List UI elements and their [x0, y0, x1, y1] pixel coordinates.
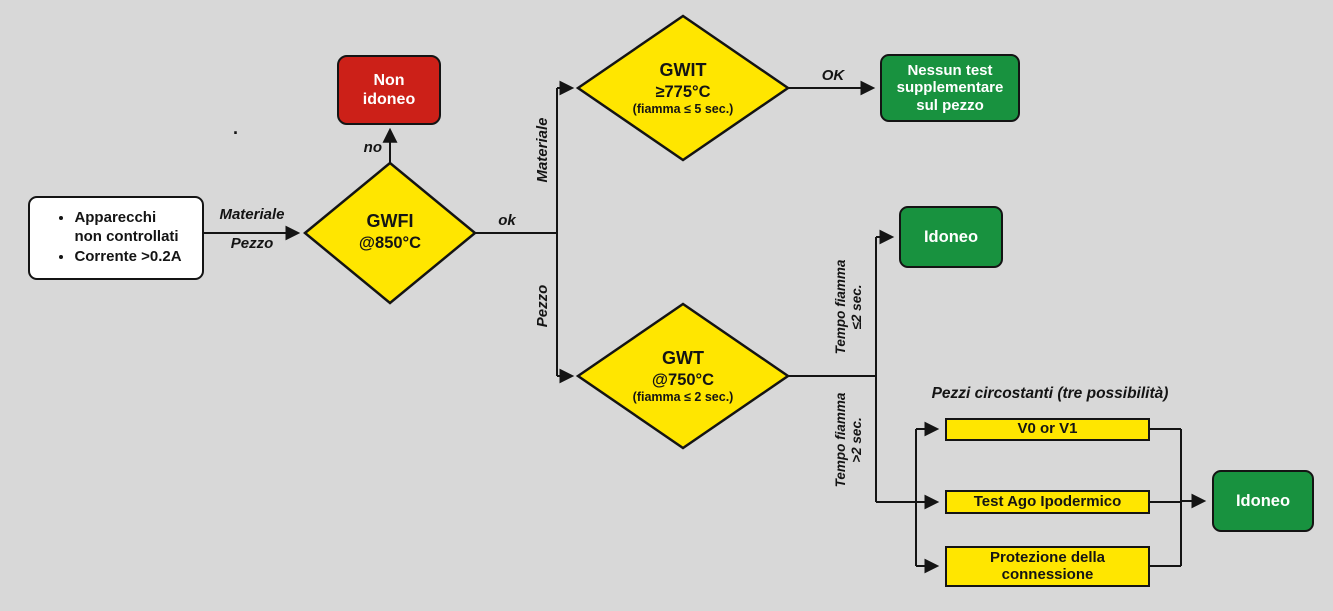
start-box: Apparecchi non controllati Corrente >0.2… [28, 196, 204, 280]
option-v0v1-box: V0 or V1 [945, 418, 1150, 441]
non-idoneo-label: Non idoneo [362, 71, 416, 108]
gwit-text: GWIT ≥775°C (fiamma ≤ 5 sec.) [593, 60, 773, 117]
option-protezione-label: Protezione della connessione [989, 548, 1106, 583]
start-list: Apparecchi non controllati Corrente >0.2… [50, 208, 181, 267]
gwt-diamond [575, 302, 791, 450]
idoneo-bottom-label: Idoneo [1235, 491, 1291, 510]
nessun-test-label: Nessun test supplementare sul pezzo [896, 61, 1004, 114]
gwit-subtitle: ≥775°C [655, 82, 711, 101]
nessun-test-box: Nessun test supplementare sul pezzo [880, 54, 1020, 122]
idoneo-top-label: Idoneo [923, 227, 979, 246]
edge-label-materiale: Materiale [219, 206, 285, 223]
start-item: Apparecchi non controllati [74, 209, 181, 247]
option-protezione-box: Protezione della connessione [945, 546, 1150, 587]
start-item-label: Corrente >0.2A [74, 247, 182, 265]
options-heading: Pezzi circostanti (tre possibilità) [931, 385, 1169, 402]
gwfi-text: GWFI @850°C [320, 211, 460, 253]
start-item-label: Apparecchi non controllati [74, 209, 179, 246]
gwt-subtitle: @750°C [651, 370, 715, 389]
branch-label-pezzo: Pezzo [534, 284, 552, 328]
gwfi-diamond [303, 161, 477, 305]
edge-label-ok-upper: OK [821, 67, 845, 84]
gwit-note: (fiamma ≤ 5 sec.) [632, 102, 734, 117]
start-item: Corrente >0.2A [74, 248, 181, 267]
gwit-diamond [575, 14, 791, 162]
gwt-note: (fiamma ≤ 2 sec.) [632, 390, 734, 405]
edge-label-pezzo: Pezzo [230, 235, 274, 252]
edge-label-ok: ok [498, 212, 516, 229]
flow-edges [204, 80, 1207, 574]
branch-label-materiale: Materiale [534, 117, 552, 183]
gwt-text: GWT @750°C (fiamma ≤ 2 sec.) [593, 348, 773, 405]
stray-dot: . [233, 118, 239, 138]
option-v0v1-label: V0 or V1 [1017, 420, 1078, 438]
branch-label-tempo-gt2: Tempo fiamma >2 sec. [833, 392, 864, 488]
gwfi-title: GWFI [366, 211, 414, 231]
decision-diamonds [303, 14, 791, 450]
idoneo-top-box: Idoneo [899, 206, 1003, 268]
option-ago-box: Test Ago Ipodermico [945, 490, 1150, 514]
option-ago-label: Test Ago Ipodermico [973, 492, 1122, 510]
gwt-title: GWT [662, 348, 704, 368]
idoneo-bottom-box: Idoneo [1212, 470, 1314, 532]
gwit-title: GWIT [659, 60, 707, 80]
gwfi-subtitle: @850°C [358, 233, 422, 252]
non-idoneo-box: Non idoneo [337, 55, 441, 125]
edge-label-no: no [363, 139, 382, 156]
branch-label-tempo-le2: Tempo fiamma ≤2 sec. [833, 259, 864, 355]
